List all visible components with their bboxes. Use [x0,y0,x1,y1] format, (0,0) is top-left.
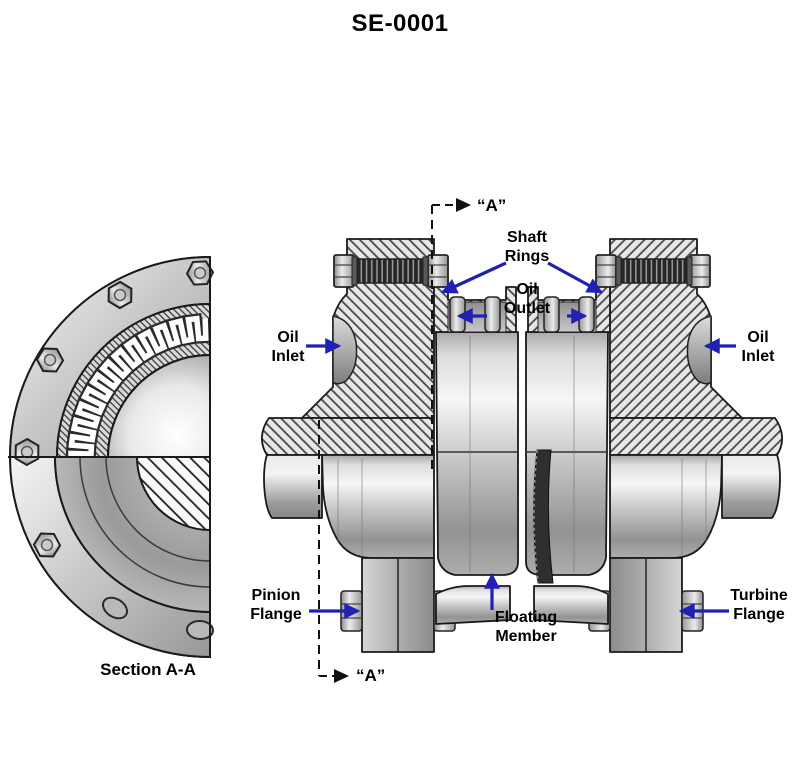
section-marker-top: “A” [477,196,507,215]
coupling-cross-section [261,238,783,653]
gear-teeth-path [68,315,209,462]
bolt-hole [101,596,129,620]
callout-oil-outlet: Oil Outlet [503,281,551,318]
section-caption: Section A-A [100,660,196,679]
section-marker-bottom: “A” [356,666,386,685]
section-line-a-a [318,198,471,683]
hub-dome [106,353,211,458]
callout-arrows [306,261,736,619]
shaft-rings-arrow-right [547,261,603,294]
callout-oil-inlet-left: Oil Inlet [271,329,305,366]
callout-oil-inlet-right: Oil Inlet [741,329,775,366]
section-a-a-view [8,255,215,659]
callout-pinion-flange: Pinion Flange [250,587,302,624]
shaft-rings-arrow-left [440,261,507,294]
callout-floating-member: Floating Member [494,609,558,646]
callout-turbine-flange: Turbine Flange [730,587,788,624]
drawing-title: SE-0001 [351,10,449,37]
section-arrow-top [456,198,471,212]
bolt-icon [14,437,40,467]
callout-shaft-rings: Shaft Rings [504,229,550,266]
section-arrow-bottom [334,669,349,683]
shaft-section-hatch [135,456,211,532]
bolt-hole [186,619,214,641]
